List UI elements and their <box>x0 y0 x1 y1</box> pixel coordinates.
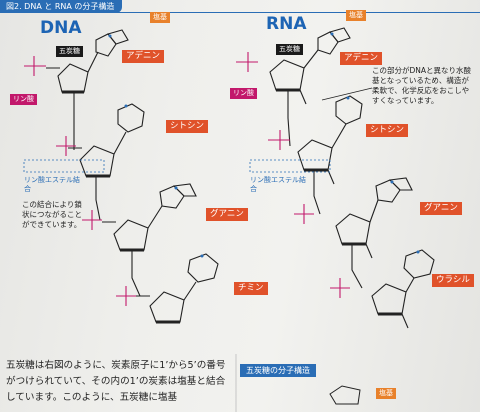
dna-adenine-ring <box>95 33 117 57</box>
dna-sugar-ring-2 <box>79 145 115 177</box>
rna-note-pointer <box>321 87 373 101</box>
rna-title: RNA <box>266 14 307 34</box>
header-rule <box>0 12 480 13</box>
figure-header: 図2. DNA と RNA の分子構造 <box>0 0 123 13</box>
dna-sugar-ring-3 <box>113 219 149 251</box>
rna-uracil-ring <box>403 249 435 279</box>
dna-sugar-ring-4 <box>149 291 185 323</box>
rna-difference-note: この部分がDNAと異なり水酸基となっているため、構造が柔軟で、化学反応をおこしや… <box>372 66 472 105</box>
rna-phosphate-tag: リン酸 <box>230 88 257 99</box>
rna-sugar-ring-4 <box>371 283 407 315</box>
rna-base-uracil: ウラシル <box>432 274 474 287</box>
dna-base-adenine: アデニン <box>122 50 165 63</box>
rna-base-cytosine: シトシン <box>366 124 409 137</box>
rna-cytosine-ring <box>335 95 363 125</box>
dna-ester-label: リン酸エステル結合 <box>24 176 80 193</box>
rna-ester-highlight <box>249 159 331 173</box>
rna-adenine-ring <box>317 31 339 55</box>
dna-chain-note: この結合により鎖状につながることができています。 <box>22 200 82 229</box>
rna-base-guanine: グアニン <box>420 202 462 215</box>
dna-guanine-ring <box>159 185 185 209</box>
dna-base-guanine: グアニン <box>206 208 248 221</box>
dna-thymine-ring <box>187 253 219 283</box>
rna-ester-label: リン酸エステル結合 <box>250 176 306 193</box>
dna-sugar-ring-1 <box>57 63 89 93</box>
rna-base-tag: 塩基 <box>346 10 366 21</box>
rna-sugar-ring-3 <box>335 213 371 245</box>
rna-backbone <box>269 27 435 329</box>
dna-cytosine-ring <box>117 103 145 133</box>
rna-sugar-ring-1 <box>269 59 305 91</box>
dna-backbone <box>46 29 219 324</box>
explanation-paragraph: 五炭糖は右図のように、炭素原子に1’から5’の番号がつけられていて、その内の1’… <box>6 360 226 403</box>
phosphate-groups <box>24 52 350 306</box>
rna-sugar-ring-2 <box>297 139 333 171</box>
dna-title: DNA <box>40 18 82 38</box>
sugar-structure-base-tag: 塩基 <box>376 388 396 399</box>
dna-ester-highlight <box>23 159 105 173</box>
dna-base-thymine: チミン <box>234 282 268 295</box>
rna-sugar-tag: 五炭糖 <box>276 44 303 55</box>
dna-base-tag: 塩基 <box>150 12 170 23</box>
dna-sugar-tag: 五炭糖 <box>56 46 83 57</box>
base-atom-dots <box>108 32 420 258</box>
dna-base-cytosine: シトシン <box>166 120 209 133</box>
rna-base-adenine: アデニン <box>340 52 383 65</box>
sugar-structure-title: 五炭糖の分子構造 <box>240 364 316 377</box>
dna-phosphate-tag: リン酸 <box>10 94 37 105</box>
sugar-structure-ring <box>329 385 361 405</box>
rna-guanine-ring <box>375 179 401 203</box>
